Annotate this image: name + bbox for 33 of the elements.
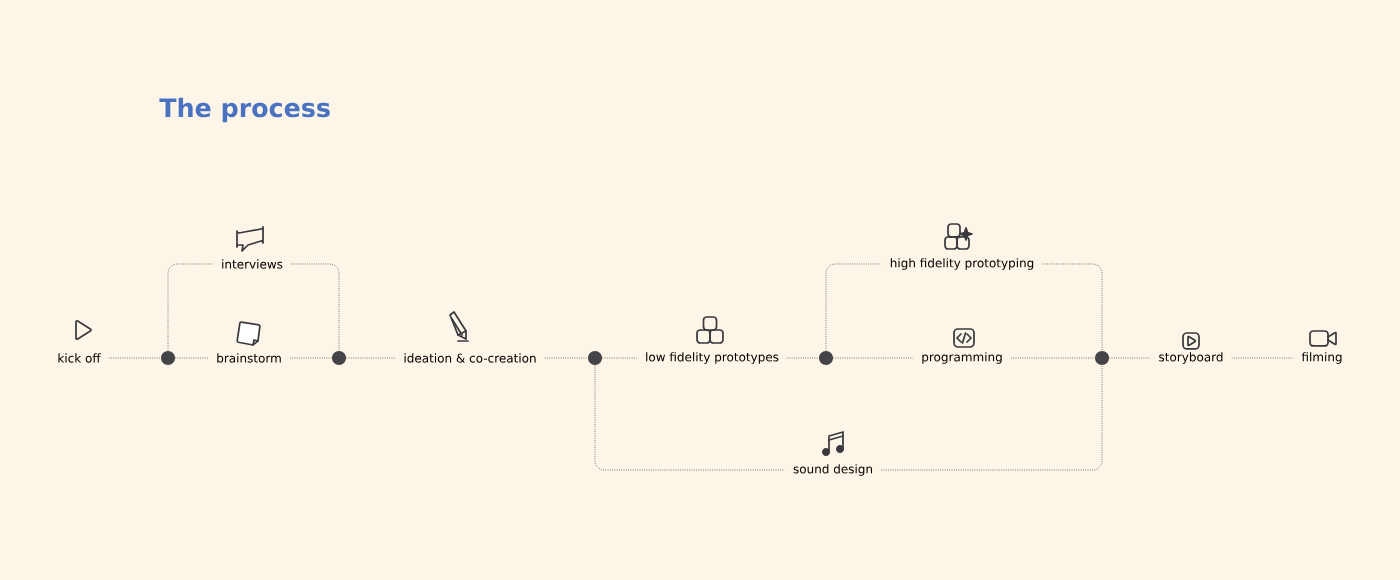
step-label: high fidelity prototyping (890, 258, 1034, 270)
title: The process (159, 97, 330, 123)
connector (594, 364, 786, 471)
junction-dot (332, 351, 346, 365)
connector (825, 263, 882, 352)
connector (1108, 357, 1151, 359)
step-label: programming (922, 352, 1002, 364)
connector (1010, 357, 1096, 359)
step-label: storyboard (1159, 352, 1223, 364)
connector (345, 357, 396, 359)
connector (167, 263, 214, 352)
junction-dot (588, 351, 602, 365)
step-label: kick off (58, 353, 101, 363)
step-label: ideation & co-creation (404, 353, 536, 363)
connector (290, 263, 340, 352)
connector (601, 357, 638, 359)
step-label: brainstorm (217, 353, 281, 363)
connector (174, 357, 209, 359)
connector (289, 357, 333, 359)
junction-dot (1095, 351, 1109, 365)
connector (1042, 263, 1103, 352)
connector (544, 357, 589, 359)
junction-dot (819, 351, 833, 365)
step-label: sound design (793, 464, 872, 476)
connector (880, 364, 1103, 471)
connector (786, 357, 820, 359)
connector (108, 357, 162, 359)
step-label: filming (1301, 352, 1342, 364)
step-label: interviews (222, 259, 283, 269)
step-label: low fidelity prototypes (646, 352, 779, 364)
connector (1231, 357, 1294, 359)
connector (832, 357, 914, 359)
junction-dot (161, 351, 175, 365)
